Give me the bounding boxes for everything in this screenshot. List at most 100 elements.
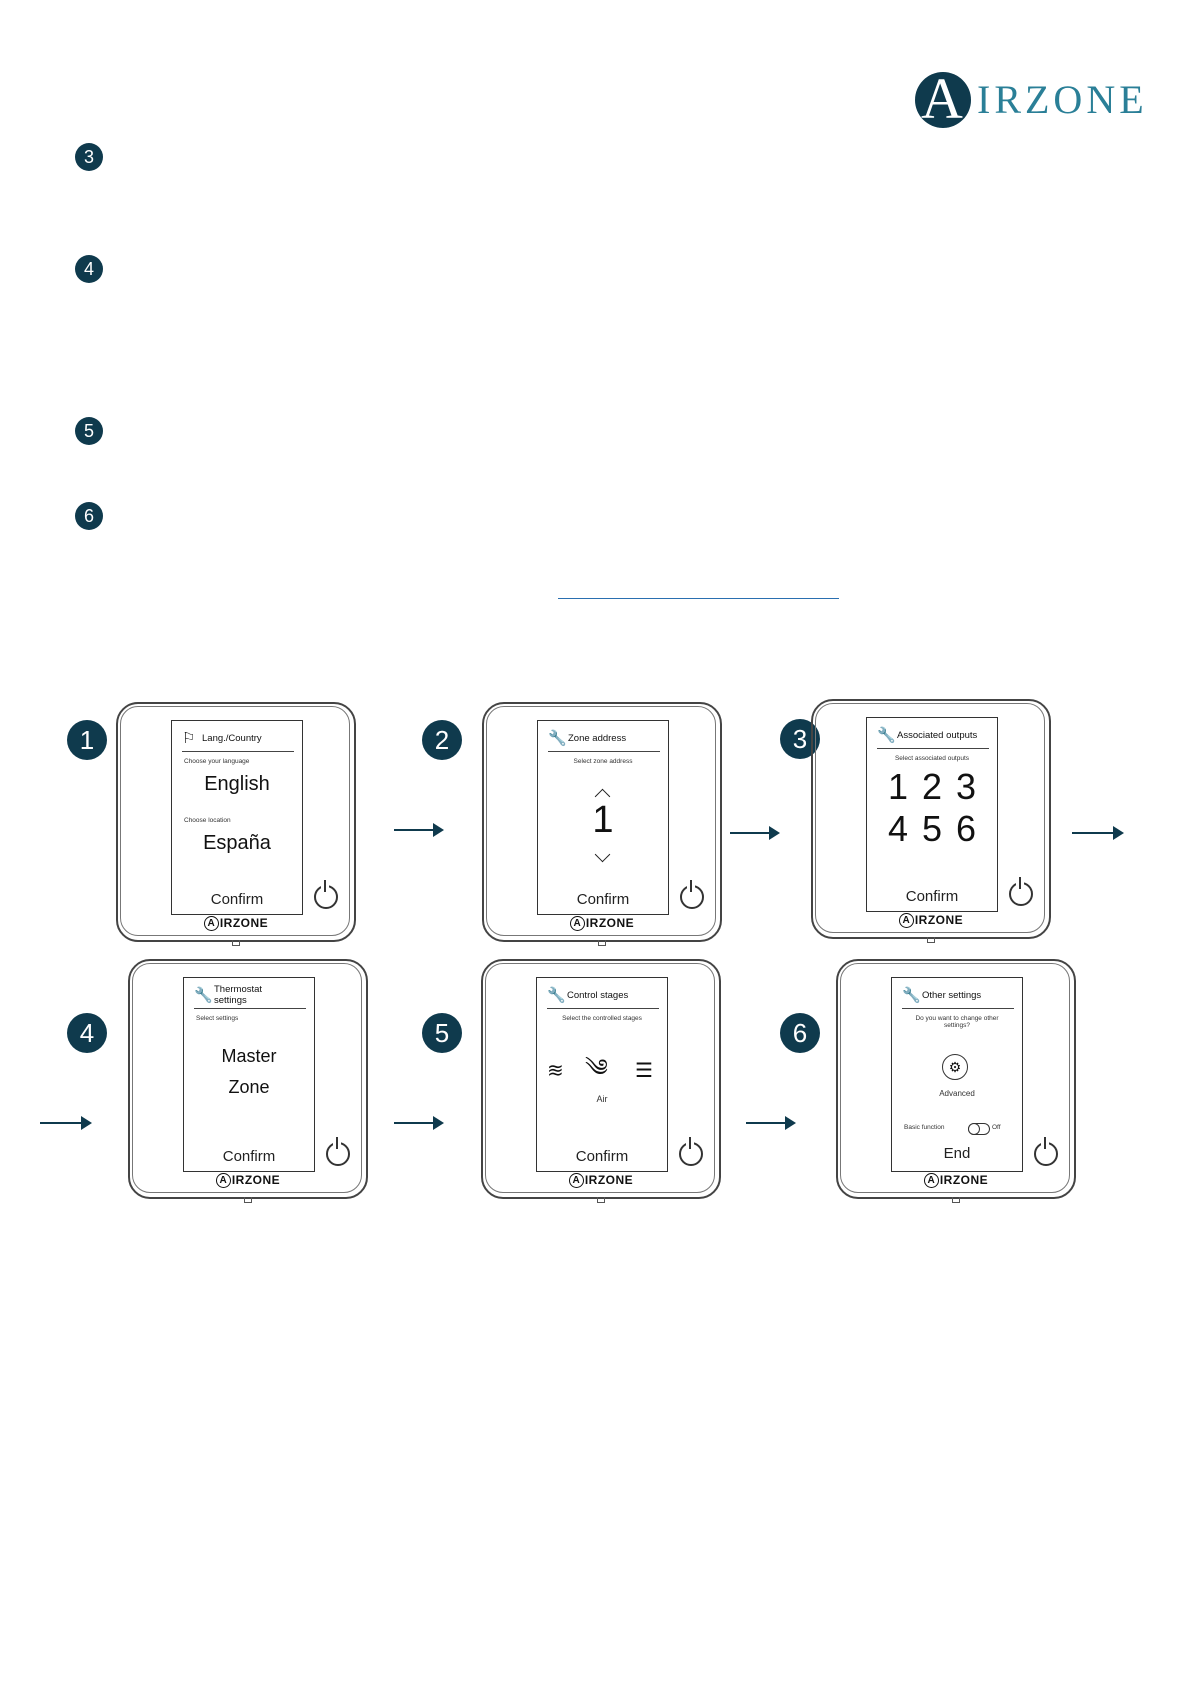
zone-hint: Select zone address <box>573 758 633 765</box>
device-frame <box>481 959 721 1199</box>
chevron-down-icon[interactable] <box>594 846 611 863</box>
screen-title: Lang./Country <box>202 733 262 744</box>
device-frame-inner <box>815 703 1045 933</box>
confirm-button[interactable]: Confirm <box>210 891 264 908</box>
device-tab <box>952 1197 960 1203</box>
thermostat-device-2: 🔧 Zone address Select zone address 1 Con… <box>482 702 722 946</box>
flow-badge-2: 2 <box>422 720 462 760</box>
flow-badge-1: 1 <box>67 720 107 760</box>
zone-option[interactable]: Zone <box>228 1077 270 1097</box>
output-option[interactable]: 5 <box>921 808 943 849</box>
device-frame-inner <box>485 963 715 1193</box>
toggle-state-label: Off <box>992 1124 1001 1131</box>
screen-associated-outputs: 🔧 Associated outputs Select associated o… <box>866 717 998 912</box>
screen-header: 🔧 Other settings <box>902 986 1014 1009</box>
device-frame-inner <box>840 963 1070 1193</box>
power-icon[interactable] <box>679 1137 703 1166</box>
thermostat-device-6: 🔧 Other settings Do you want to change o… <box>836 959 1076 1203</box>
airzone-logo: A IRZONE <box>915 66 1144 131</box>
power-icon[interactable] <box>314 880 338 909</box>
brand-a-icon: A <box>568 1173 584 1189</box>
device-frame-inner <box>132 963 362 1193</box>
language-hint: Choose your language <box>184 758 250 765</box>
device-tab <box>244 1197 252 1203</box>
output-option[interactable]: 6 <box>955 808 977 849</box>
power-icon[interactable] <box>326 1137 350 1166</box>
wrench-icon: 🔧 <box>194 987 213 1004</box>
screen-title: Zone address <box>568 733 627 744</box>
output-option[interactable]: 2 <box>921 766 943 807</box>
flow-arrow <box>40 1116 92 1130</box>
thermostat-device-5: 🔧 Control stages Select the controlled s… <box>481 959 721 1203</box>
confirm-button[interactable]: Confirm <box>222 1148 276 1165</box>
logo-wordmark: IRZONE <box>977 77 1148 122</box>
brand-a-icon: A <box>215 1173 231 1189</box>
location-option[interactable]: España <box>203 832 271 854</box>
logo-circle <box>915 72 971 128</box>
device-tab <box>232 940 240 946</box>
logo-letter: A <box>921 66 963 131</box>
device-frame-inner <box>120 706 350 936</box>
thermostat-device-3: 🔧 Associated outputs Select associated o… <box>811 699 1051 943</box>
advanced-label[interactable]: Advanced <box>939 1089 975 1098</box>
screen-title: Other settings <box>922 990 982 1001</box>
screen-header: 🔧 Control stages <box>547 986 659 1009</box>
step-6-dot: 6 <box>75 502 103 530</box>
device-frame <box>116 702 356 942</box>
screen-zone-address: 🔧 Zone address Select zone address 1 Con… <box>537 720 669 915</box>
hyperlink-underline[interactable] <box>558 598 839 599</box>
power-icon[interactable] <box>1009 877 1033 906</box>
screen-title: Control stages <box>567 990 629 1001</box>
settings-hint: Select settings <box>196 1015 239 1022</box>
flow-arrow <box>746 1116 796 1130</box>
air-stage-icon[interactable]: ༄ <box>585 1055 608 1082</box>
air-stage-label: Air <box>596 1094 608 1104</box>
gear-icon[interactable]: ⚙ <box>942 1054 968 1080</box>
step-4-dot: 4 <box>75 255 103 283</box>
device-frame <box>128 959 368 1199</box>
outputs-hint: Select associated outputs <box>894 755 970 762</box>
basic-function-label: Basic function <box>904 1124 945 1131</box>
power-icon[interactable] <box>1034 1137 1058 1166</box>
brand-a-icon: A <box>898 913 914 929</box>
confirm-button[interactable]: Confirm <box>575 1148 629 1165</box>
screen-title: Associated outputs <box>897 730 978 741</box>
language-option[interactable]: English <box>204 773 270 795</box>
screen-lang-country: ⚐ Lang./Country Choose your language Eng… <box>171 720 303 915</box>
device-tab <box>597 1197 605 1203</box>
device-frame <box>482 702 722 942</box>
screen-header: ⚐ Lang./Country <box>182 729 294 752</box>
confirm-button[interactable]: Confirm <box>905 888 959 905</box>
basic-function-toggle[interactable] <box>968 1123 990 1135</box>
master-option[interactable]: Master <box>221 1046 277 1066</box>
end-button[interactable]: End <box>943 1145 971 1162</box>
flow-badge-6: 6 <box>780 1013 820 1053</box>
brand-a-icon: A <box>923 1173 939 1189</box>
screen-header: 🔧 Zone address <box>548 729 660 752</box>
device-tab <box>927 937 935 943</box>
flow-arrow <box>730 826 780 840</box>
screen-control-stages: 🔧 Control stages Select the controlled s… <box>536 977 668 1172</box>
power-icon[interactable] <box>680 880 704 909</box>
output-option[interactable]: 3 <box>955 766 977 807</box>
flow-arrow <box>394 1116 444 1130</box>
radiant-stage-icon[interactable]: ≋ <box>547 1060 564 1082</box>
output-option[interactable]: 1 <box>887 766 909 807</box>
confirm-button[interactable]: Confirm <box>576 891 630 908</box>
stages-hint: Select the controlled stages <box>562 1015 642 1022</box>
screen-other-settings: 🔧 Other settings Do you want to change o… <box>891 977 1023 1172</box>
device-frame <box>811 699 1051 939</box>
wrench-icon: 🔧 <box>548 730 567 747</box>
output-option[interactable]: 4 <box>887 808 909 849</box>
combined-stage-icon[interactable]: ☰ <box>635 1060 653 1082</box>
